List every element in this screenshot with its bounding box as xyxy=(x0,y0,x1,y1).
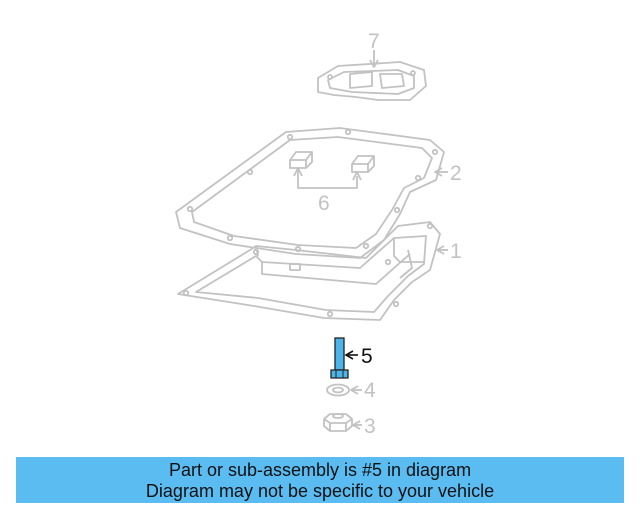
callout-3[interactable]: 3 xyxy=(364,415,376,438)
parts-diagram: 7 2 6 1 5 4 3 xyxy=(175,30,462,438)
gasket-part[interactable] xyxy=(175,127,445,259)
info-banner: Part or sub-assembly is #5 in diagram Di… xyxy=(16,457,624,503)
filter-part[interactable] xyxy=(317,61,427,101)
callout-1[interactable]: 1 xyxy=(450,240,462,263)
callout-6[interactable]: 6 xyxy=(318,192,330,215)
magnet-parts[interactable] xyxy=(289,151,375,189)
banner-line-part: Part or sub-assembly is #5 in diagram xyxy=(168,460,472,480)
oil-pan-part[interactable] xyxy=(177,221,441,321)
callout-2[interactable]: 2 xyxy=(450,162,462,185)
callout-5[interactable]: 5 xyxy=(361,345,373,368)
nut-part[interactable] xyxy=(323,413,353,432)
bolt-leader-arrow xyxy=(344,350,358,360)
callout-7[interactable]: 7 xyxy=(368,30,380,53)
bolt-part-highlighted[interactable] xyxy=(330,337,349,379)
leader-arrows xyxy=(350,50,448,430)
banner-line-disclaimer: Diagram may not be specific to your vehi… xyxy=(145,481,495,501)
callout-4[interactable]: 4 xyxy=(364,379,376,402)
washer-part[interactable] xyxy=(326,383,350,397)
